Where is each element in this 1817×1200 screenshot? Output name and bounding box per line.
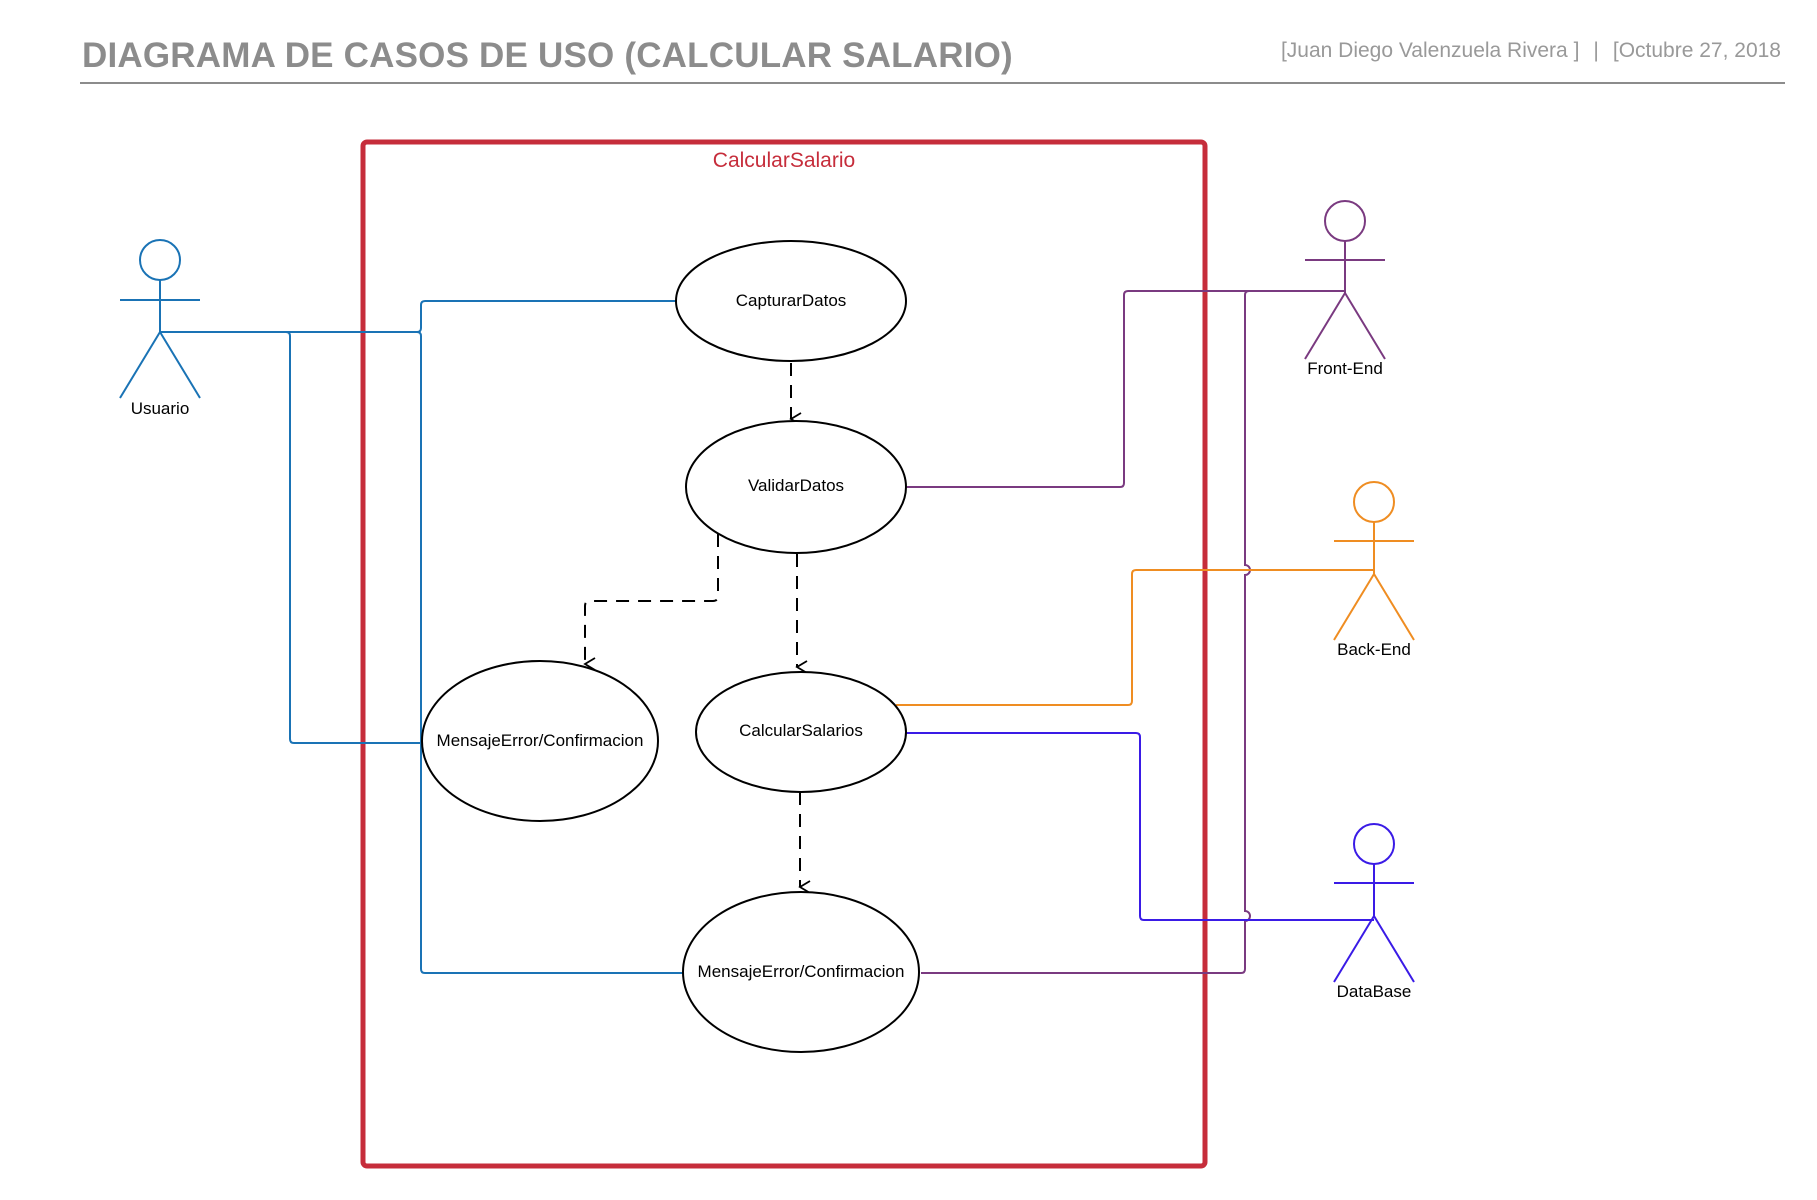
calcular-to-database-line — [905, 732, 1374, 921]
validar-to-mensaje-error-arrow — [583, 534, 719, 671]
system-boundary — [360, 139, 1208, 1169]
actor-body-icon — [119, 280, 201, 399]
use-case-ellipse — [675, 240, 907, 362]
actor-front-end[interactable]: Front-End — [1304, 200, 1386, 378]
author-label: [Juan Diego Valenzuela Rivera ] — [1280, 39, 1580, 62]
use-case-label: CapturarDatos — [736, 291, 847, 310]
actor-usuario[interactable]: Usuario — [119, 239, 201, 418]
actor-body-icon — [1333, 864, 1415, 983]
calcular-to-back-end-line — [896, 569, 1374, 706]
front-end-associations — [907, 290, 1345, 974]
actor-label: Back-End — [1337, 640, 1411, 659]
usuario-associations — [160, 300, 684, 974]
use-case-ellipse — [682, 891, 920, 1053]
actor-head-icon — [1324, 200, 1366, 242]
actor-label: DataBase — [1337, 982, 1412, 1001]
system-label: CalcularSalario — [713, 149, 855, 172]
actor-body-icon — [1333, 522, 1415, 641]
validar-to-front-end-line — [907, 290, 1345, 488]
diagram-meta: [Juan Diego Valenzuela Rivera ] | [Octubre… — [1281, 39, 1781, 63]
actor-head-icon — [1353, 481, 1395, 523]
diagram-title: DIAGRAMA DE CASOS DE USO (CALCULAR SALAR… — [82, 36, 1013, 75]
use-case-capturar[interactable]: CapturarDatos — [675, 240, 907, 362]
use-case-ellipse — [685, 420, 907, 554]
dependency-arrows — [583, 363, 811, 894]
use-case-label: MensajeError/Confirmacion — [698, 962, 905, 981]
actor-label: Usuario — [131, 399, 190, 418]
use-case-label: ValidarDatos — [748, 476, 844, 495]
actor-back-end[interactable]: Back-End — [1333, 481, 1415, 659]
date-label: [Octubre 27, 2018 — [1612, 39, 1781, 62]
mensaje-final-to-front-end-line — [921, 290, 1345, 974]
actor-head-icon — [139, 239, 181, 281]
actor-database[interactable]: DataBase — [1333, 823, 1415, 1001]
use-case-label: CalcularSalarios — [739, 721, 863, 740]
use-case-mensaje-error[interactable]: MensajeError/Confirmacion — [421, 660, 659, 822]
use-case-ellipse — [695, 671, 907, 793]
usuario-to-mensaje-error-line — [160, 331, 421, 744]
use-case-ellipse — [421, 660, 659, 822]
usuario-to-mensaje-final-line — [160, 331, 684, 974]
use-case-label: MensajeError/Confirmacion — [437, 731, 644, 750]
use-case-validar[interactable]: ValidarDatos — [685, 420, 907, 554]
actor-body-icon — [1304, 241, 1386, 360]
meta-separator: | — [1593, 39, 1599, 62]
actor-head-icon — [1353, 823, 1395, 865]
usuario-to-capturar-line — [160, 300, 677, 333]
use-case-mensaje-final[interactable]: MensajeError/Confirmacion — [682, 891, 920, 1053]
use-case-calcular[interactable]: CalcularSalarios — [695, 671, 907, 793]
actor-label: Front-End — [1307, 359, 1383, 378]
header-rule — [80, 82, 1785, 84]
